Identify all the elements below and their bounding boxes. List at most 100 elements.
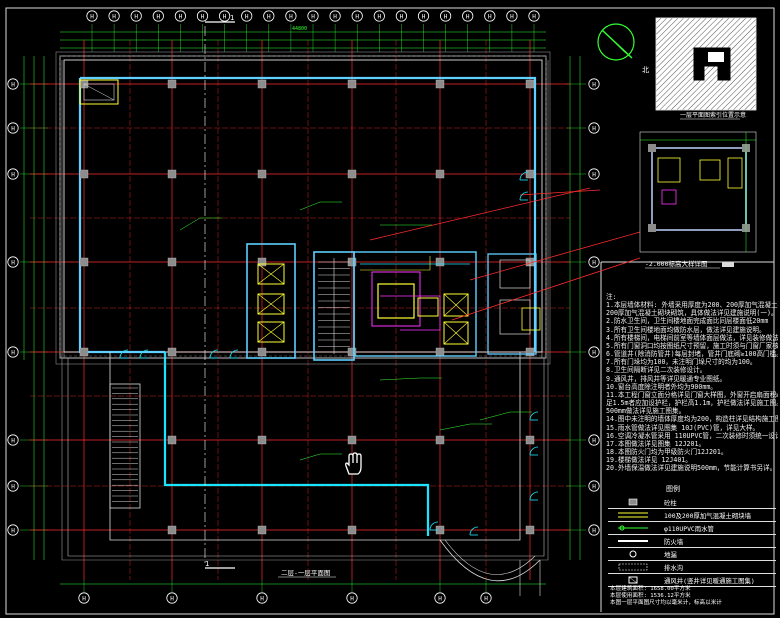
concrete-column [257, 169, 267, 179]
grid-bubble-top [395, 10, 407, 22]
concrete-column [525, 525, 535, 535]
concrete-column [525, 435, 535, 445]
grid-bubble-label: H [156, 14, 160, 21]
concrete-column [167, 525, 177, 535]
note-line: 9.通风井，排风井等详见暖通专业图纸。 [606, 374, 727, 383]
grid-bubble-right [588, 346, 600, 358]
concrete-column [79, 347, 89, 357]
grid-bubble-left [7, 78, 19, 90]
grid-bubble-top [506, 10, 518, 22]
grid-bubble-right [588, 122, 600, 134]
leader-line [299, 453, 321, 461]
legend-label: 地漏 [664, 550, 677, 559]
legend-label: 排水沟 [664, 563, 684, 572]
south-stair[interactable] [109, 383, 141, 509]
door-swing [119, 349, 129, 359]
legend-label: 通风井(竖井详见暖通施工图集) [664, 576, 755, 585]
leader-line [439, 423, 471, 431]
grid-bubble-label: H [592, 349, 596, 356]
grid-bubble-label: H [333, 14, 337, 21]
grid-bubble-left [7, 480, 19, 492]
leader-line [379, 377, 421, 381]
entrance-canopy [439, 539, 541, 596]
door-swing [529, 446, 539, 456]
grid-bubble-left [7, 122, 19, 134]
north-label: 北 [642, 66, 649, 74]
grid-bubble-right [588, 480, 600, 492]
concrete-column [435, 79, 445, 89]
main-title-block: 二层-一层平面图 [278, 569, 336, 578]
grid-bubble-left [7, 524, 19, 536]
enlarged-detail-plan[interactable]: -2.000标高大样详图 [639, 131, 757, 269]
nw-room[interactable] [79, 79, 119, 105]
note-line: 4.所有楼梯间，电梯间前室等墙体面层做法，详见装修做法表。 [606, 333, 778, 342]
vent-shaft-icon [608, 576, 658, 584]
grid-bubble-label: H [82, 595, 86, 602]
grid-bubble-top [462, 10, 474, 22]
note-line: 8.卫生间隔断详见二次装修设计。 [606, 366, 707, 375]
concrete-column [167, 169, 177, 179]
legend-row: 100及200厚加气混凝土砌块墙 [608, 509, 776, 522]
concrete-column [167, 435, 177, 445]
grid-bubble-top [528, 10, 540, 22]
grid-bubble-label: H [11, 125, 15, 132]
column-symbol-icon [608, 498, 658, 506]
concrete-column [525, 169, 535, 179]
grid-bubble-label: H [592, 171, 596, 178]
grid-bubble-label: H [466, 14, 470, 21]
grid-bubble-left [7, 168, 19, 180]
footer-line: 本层建筑面积: 1658.00平方米 [610, 586, 691, 592]
legend-row: 砼柱 [608, 496, 776, 509]
legend-row: 排水沟 [608, 561, 776, 574]
grid-bubble-top [108, 10, 120, 22]
grid-bubble-top [307, 10, 319, 22]
grid-bubble-left [7, 346, 19, 358]
legend-label: 100及200厚加气混凝土砌块墙 [664, 511, 751, 520]
concrete-column [79, 257, 89, 267]
grid-bubble-top [285, 10, 297, 22]
legend-title: 图例 [666, 485, 680, 493]
grid-bubble-label: H [592, 437, 596, 444]
note-line: 19.楼梯做法详见 12J401。 [606, 456, 692, 465]
grid-bubble-label: H [179, 14, 183, 21]
grid-bubble-label: H [134, 14, 138, 21]
annotation-leaders [179, 201, 532, 461]
design-notes: 注: 1.本层墙体材料: 外墙采用厚度为200、200厚加气混凝土砌块，内隔墙采… [606, 293, 778, 472]
pipe-line-icon [608, 524, 658, 532]
grid-bubble-label: H [532, 14, 536, 21]
concrete-column [347, 79, 357, 89]
grid-bubble-label: H [170, 595, 174, 602]
grid-bubble-top [196, 10, 209, 22]
door-swing [519, 171, 529, 181]
grid-bubble-right [588, 434, 600, 446]
grid-bubble-label: H [11, 171, 15, 178]
grid-bubble-top [241, 10, 253, 22]
grid-bubble-right [588, 168, 600, 180]
grid-bubble-label: H [223, 14, 227, 21]
door-swing [209, 349, 219, 359]
note-line: 10.窗台高度除注明者外均为900mm。 [606, 382, 717, 391]
key-plan-title: 一层平面图索引位置示意 [680, 111, 746, 119]
note-line: 6.管道井(除消防管井)每层封堵，管井门底砌≥100高门槛。 [606, 350, 778, 359]
concrete-column [257, 347, 267, 357]
concrete-column [257, 435, 267, 445]
concrete-column [347, 347, 357, 357]
grid-bubble-left [7, 434, 19, 446]
section-marker-bottom: 1 [205, 560, 209, 568]
grid-bubble-right [588, 78, 600, 90]
door-swing [529, 491, 539, 501]
key-plan[interactable]: 一层平面图索引位置示意 北 [642, 17, 757, 120]
concrete-column [347, 435, 357, 445]
footer-block: 本层建筑面积: 1658.00平方米 本层使用面积: 1536.12平方米 本图… [610, 586, 776, 607]
sheet-border [5, 7, 775, 615]
grid-bubble-label: H [355, 14, 359, 21]
grid-bubble-label: H [260, 595, 264, 602]
fire-wall-icon [608, 537, 658, 545]
door-swing [139, 349, 149, 359]
building-core[interactable] [246, 243, 541, 361]
leader-line [299, 201, 321, 211]
grid-bubble-label: H [592, 527, 596, 534]
grid-bubble-label: H [11, 437, 15, 444]
